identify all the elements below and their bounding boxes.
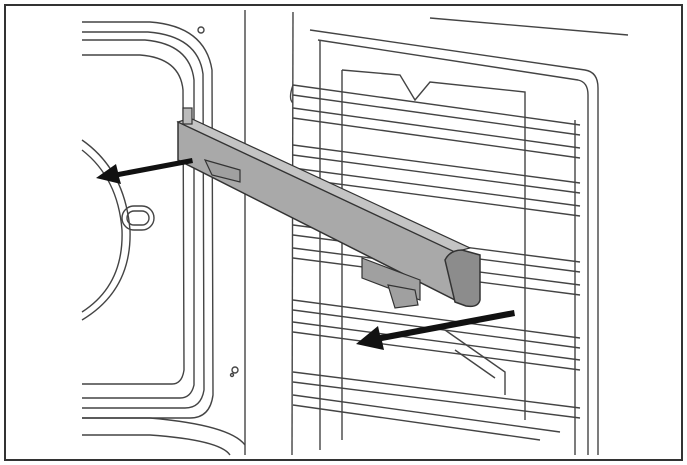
- removal-arrow-right: [356, 310, 515, 350]
- removal-arrow-left: [96, 158, 193, 184]
- left-oven-wall: [81, 21, 239, 419]
- removable-shelf-rail: [176, 107, 481, 309]
- wire-shelf-support: [289, 29, 599, 455]
